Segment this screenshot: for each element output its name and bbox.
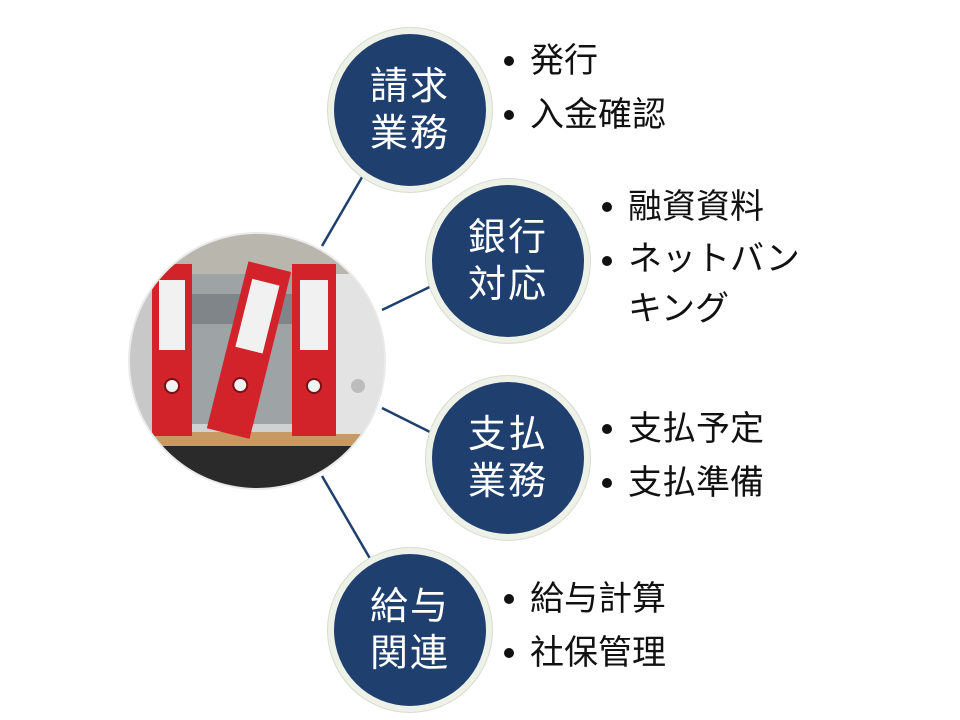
binders-photo-icon: [130, 234, 384, 488]
payroll-item: 社保管理: [502, 626, 666, 680]
node-payroll-label-line2: 関連: [369, 631, 450, 675]
billing-item: 発行: [502, 34, 666, 88]
node-payment-label-line2: 業務: [467, 459, 548, 503]
connector-billing: [320, 159, 374, 247]
payment-item: 支払準備: [600, 456, 764, 510]
node-payroll-label-line1: 給与: [369, 583, 450, 628]
payroll-items: 給与計算 社保管理: [502, 572, 666, 680]
payroll-item: 給与計算: [502, 572, 666, 626]
connector-bank: [381, 280, 441, 312]
billing-item: 入金確認: [502, 88, 666, 142]
node-bank: 銀行 対応: [432, 185, 584, 337]
node-bank-label-line2: 対応: [467, 262, 548, 306]
payment-item: 支払予定: [600, 402, 764, 456]
node-payment-label-line1: 支払: [467, 411, 548, 456]
binders-photo: [130, 234, 384, 488]
payment-items: 支払予定 支払準備: [600, 402, 764, 510]
node-billing-label-line1: 請求: [369, 63, 450, 108]
node-payment: 支払 業務: [432, 382, 584, 534]
bank-item: ネットバンキング: [600, 234, 808, 334]
bank-items: 融資資料 ネットバンキング: [600, 180, 808, 334]
connector-payment: [381, 406, 441, 439]
billing-items: 発行 入金確認: [502, 34, 666, 142]
node-bank-label-line1: 銀行: [467, 214, 548, 259]
node-billing: 請求 業務: [334, 34, 486, 186]
connector-payroll: [320, 475, 374, 563]
node-payroll: 給与 関連: [334, 554, 486, 706]
node-billing-label-line2: 業務: [369, 111, 450, 155]
bank-item: 融資資料: [600, 180, 808, 234]
